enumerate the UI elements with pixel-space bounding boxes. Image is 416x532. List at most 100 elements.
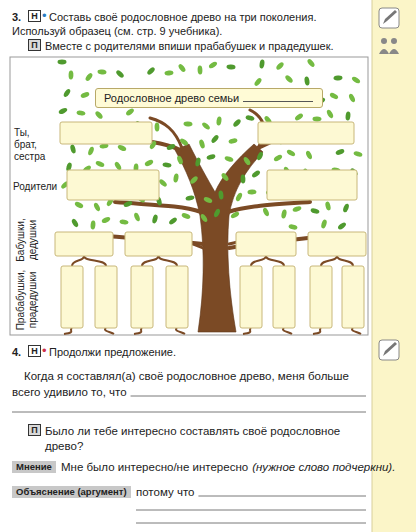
leaf <box>76 110 86 116</box>
leaf <box>226 64 235 69</box>
leaf <box>101 216 111 224</box>
text-group: Бабушки, дедушки <box>15 210 39 270</box>
leaf <box>80 91 90 99</box>
leaf <box>71 218 80 228</box>
write-line <box>131 396 366 397</box>
leaf <box>253 77 262 87</box>
field-label: Объяснение (аргумент) <box>12 486 131 498</box>
leaf <box>213 208 221 218</box>
answer-box <box>267 170 357 200</box>
leaf <box>69 70 74 79</box>
text-group: Родители <box>13 180 57 193</box>
leaf <box>224 155 234 162</box>
tree-roots <box>64 256 361 334</box>
leaf <box>337 221 347 230</box>
leaf <box>320 219 327 229</box>
leaf <box>95 160 105 168</box>
leaf <box>240 174 245 183</box>
leaf <box>117 144 127 152</box>
task-text: Составь своё родословное древо на три по… <box>12 11 316 37</box>
write-line <box>198 496 366 497</box>
margin-strip <box>372 0 416 532</box>
leaf <box>218 190 224 200</box>
leaf <box>199 213 208 223</box>
text-group: Вместе с родителями впиши прабабушек и п… <box>45 39 367 53</box>
leaf <box>125 107 135 116</box>
write-line <box>136 523 366 524</box>
level-badge: П <box>28 424 41 436</box>
leaf <box>286 149 296 158</box>
leaf <box>115 69 125 79</box>
leaf <box>162 162 172 168</box>
answer-box <box>273 266 295 328</box>
leaf <box>284 74 294 84</box>
answer-box <box>166 266 188 328</box>
bullet: • <box>42 8 47 23</box>
text-group: Продолжи предложение. <box>49 345 176 359</box>
leaf <box>281 209 288 219</box>
root <box>321 256 337 266</box>
margin-line <box>372 0 373 532</box>
leaf <box>294 112 304 121</box>
leaf <box>195 157 202 167</box>
leaf <box>173 173 179 183</box>
level-badge: Н <box>28 10 41 22</box>
bullet: • <box>42 343 47 358</box>
task-text: Вместе с родителями впиши прабабушек и п… <box>45 40 334 52</box>
answer-box <box>60 122 152 144</box>
answer-text: потому что <box>136 486 194 498</box>
leaf <box>185 195 195 202</box>
row-label: Бабушки, дедушки <box>15 218 38 261</box>
leaf <box>58 60 67 65</box>
family-icon <box>379 38 399 54</box>
text-group: Было ли тебе интересно составлять своё р… <box>45 424 367 454</box>
leaf <box>208 61 218 70</box>
leaf <box>97 69 106 75</box>
leaf <box>304 76 310 86</box>
leaf <box>70 144 77 154</box>
root <box>352 328 361 334</box>
leaf <box>345 111 351 120</box>
leaf <box>87 146 95 156</box>
leaf <box>93 202 101 212</box>
leaf <box>235 192 244 202</box>
tree-frame <box>10 57 368 335</box>
leaf <box>262 207 270 217</box>
answer-box <box>67 170 159 200</box>
leaf <box>335 148 345 156</box>
leaf <box>206 153 216 160</box>
answer-lines <box>12 396 366 523</box>
leaf <box>312 117 321 122</box>
node-text: Родословное древо семьи <box>104 92 239 104</box>
leaf <box>155 122 160 131</box>
leaf <box>333 75 342 80</box>
pencil-icon <box>379 8 399 28</box>
text-group: 4. <box>12 345 21 359</box>
leaf <box>201 121 211 130</box>
leaf <box>251 169 261 178</box>
leaf <box>256 151 264 161</box>
question-text: Было ли тебе интересно составлять своё р… <box>45 425 340 452</box>
root <box>159 256 178 266</box>
answer-box <box>125 232 192 256</box>
root <box>64 328 72 334</box>
text-group: • <box>42 343 47 359</box>
leaf <box>326 109 335 119</box>
root <box>283 328 292 334</box>
task-text: Продолжи предложение. <box>49 346 176 358</box>
sentence-start: Когда я составлял(а) своё родословное др… <box>12 370 349 398</box>
leaf <box>183 121 192 126</box>
answer-box <box>342 266 364 328</box>
leaf <box>210 134 220 144</box>
leaf <box>74 201 84 209</box>
root <box>105 328 114 334</box>
leaf <box>166 143 176 151</box>
leaf <box>146 66 156 76</box>
node-text: Н <box>31 11 38 21</box>
leaf <box>158 178 168 188</box>
answer-box <box>61 266 83 328</box>
leaf <box>144 159 154 167</box>
root <box>337 256 353 266</box>
leaf <box>179 137 189 146</box>
leaf <box>329 92 339 100</box>
